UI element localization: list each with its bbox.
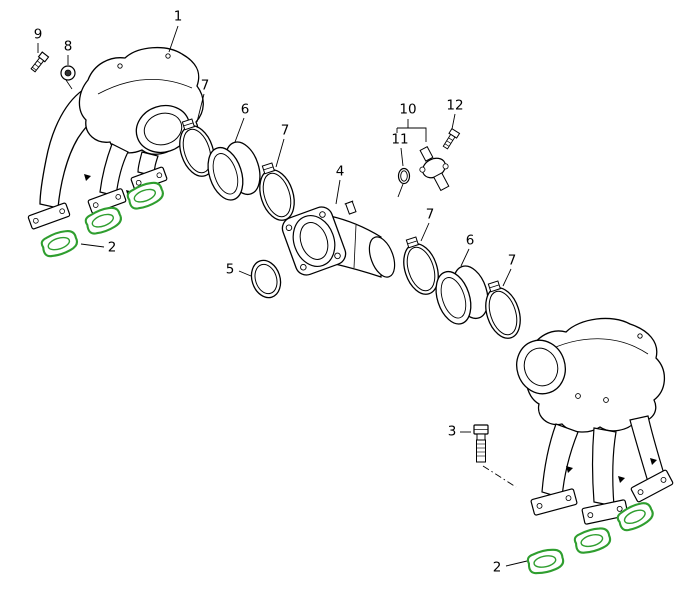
callout-2b: 2 (492, 559, 502, 576)
bolt-centerline (482, 465, 517, 488)
callout-9: 9 (33, 26, 43, 43)
sensor-screw (442, 127, 461, 150)
callout-7d: 7 (507, 252, 517, 269)
sensor-assembly (396, 119, 461, 198)
connecting-sleeve (429, 260, 495, 330)
callout-8: 8 (63, 38, 73, 55)
callout-3: 3 (447, 423, 457, 440)
callout-10: 10 (399, 101, 417, 118)
grommet (60, 65, 76, 90)
leader-lines (37, 25, 528, 567)
callout-7b: 7 (280, 122, 290, 139)
callout-6b: 6 (465, 232, 475, 249)
callout-7a: 7 (200, 77, 210, 94)
connector-pipe (281, 200, 396, 278)
manifold-bolt (473, 424, 489, 463)
callout-4: 4 (335, 163, 345, 180)
o-ring (397, 167, 411, 185)
callout-12: 12 (446, 97, 464, 114)
callout-5: 5 (225, 261, 235, 278)
callout-6a: 6 (240, 101, 250, 118)
right-intake-manifold (516, 317, 674, 525)
callout-11: 11 (391, 131, 409, 148)
callout-7c: 7 (425, 206, 435, 223)
callout-2a: 2 (107, 239, 117, 256)
screw (30, 51, 50, 73)
callout-1: 1 (173, 8, 183, 25)
flange-gasket-ring (250, 259, 282, 299)
left-intake-manifold (27, 46, 204, 230)
sensor (419, 146, 450, 192)
